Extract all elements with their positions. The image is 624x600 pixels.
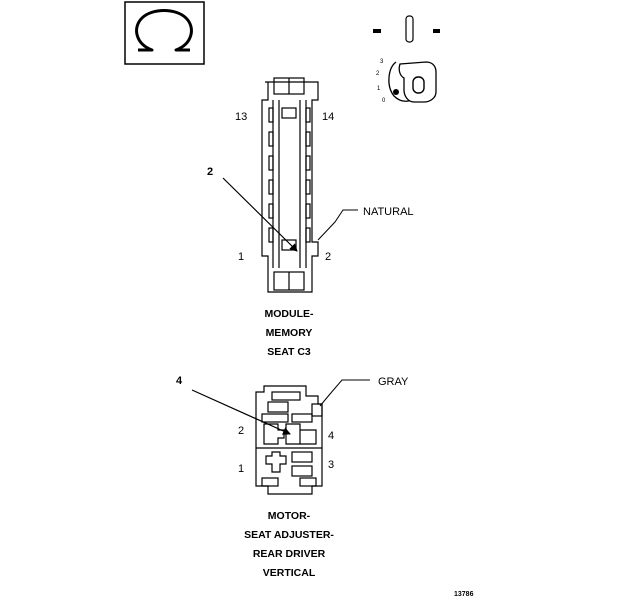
connector1-callout-arrow bbox=[222, 177, 298, 252]
connector1-pin-2: 2 bbox=[325, 251, 331, 263]
connector2-caption-line3: REAR DRIVER bbox=[253, 548, 326, 560]
switch-position-1: 1 bbox=[377, 86, 381, 92]
connector2-caption-line1: MOTOR- bbox=[268, 510, 311, 522]
connector2-caption-line2: SEAT ADJUSTER- bbox=[244, 529, 334, 541]
connector2-callout-arrow bbox=[191, 389, 291, 435]
connector1-callout-label: 2 bbox=[207, 166, 213, 178]
connector1-caption-line2: MEMORY bbox=[266, 327, 313, 339]
switch-position-3: 3 bbox=[380, 59, 384, 65]
connector2-callout-label: 4 bbox=[176, 375, 183, 387]
connector1-pin-13: 13 bbox=[235, 111, 247, 123]
connector2-pin-2: 2 bbox=[238, 425, 244, 437]
connector2-pin-4: 4 bbox=[328, 430, 334, 442]
figure-number: 13786 bbox=[454, 591, 474, 598]
ohmmeter-icon bbox=[124, 1, 205, 65]
connector2-pin-3: 3 bbox=[328, 459, 334, 471]
connector1-pin-1: 1 bbox=[238, 251, 244, 263]
connector-module-memory-seat-c3 bbox=[261, 77, 319, 293]
switch-position-2: 2 bbox=[376, 71, 380, 77]
connector-motor-seat-adjuster bbox=[255, 385, 323, 495]
switch-position-0: 0 bbox=[382, 98, 386, 104]
connector1-color-leader bbox=[317, 209, 358, 241]
connector2-color: GRAY bbox=[378, 376, 409, 388]
connector1-caption-line1: MODULE- bbox=[265, 308, 314, 320]
connector2-caption-line4: VERTICAL bbox=[263, 567, 316, 579]
connector1-pin-14: 14 bbox=[322, 111, 334, 123]
ignition-key-switch-icon: 3 2 1 0 bbox=[373, 15, 440, 104]
connector2-color-leader bbox=[319, 379, 370, 407]
connector2-pin-1: 1 bbox=[238, 463, 244, 475]
connector1-color: NATURAL bbox=[363, 206, 414, 218]
connector1-caption-line3: SEAT C3 bbox=[267, 346, 311, 358]
